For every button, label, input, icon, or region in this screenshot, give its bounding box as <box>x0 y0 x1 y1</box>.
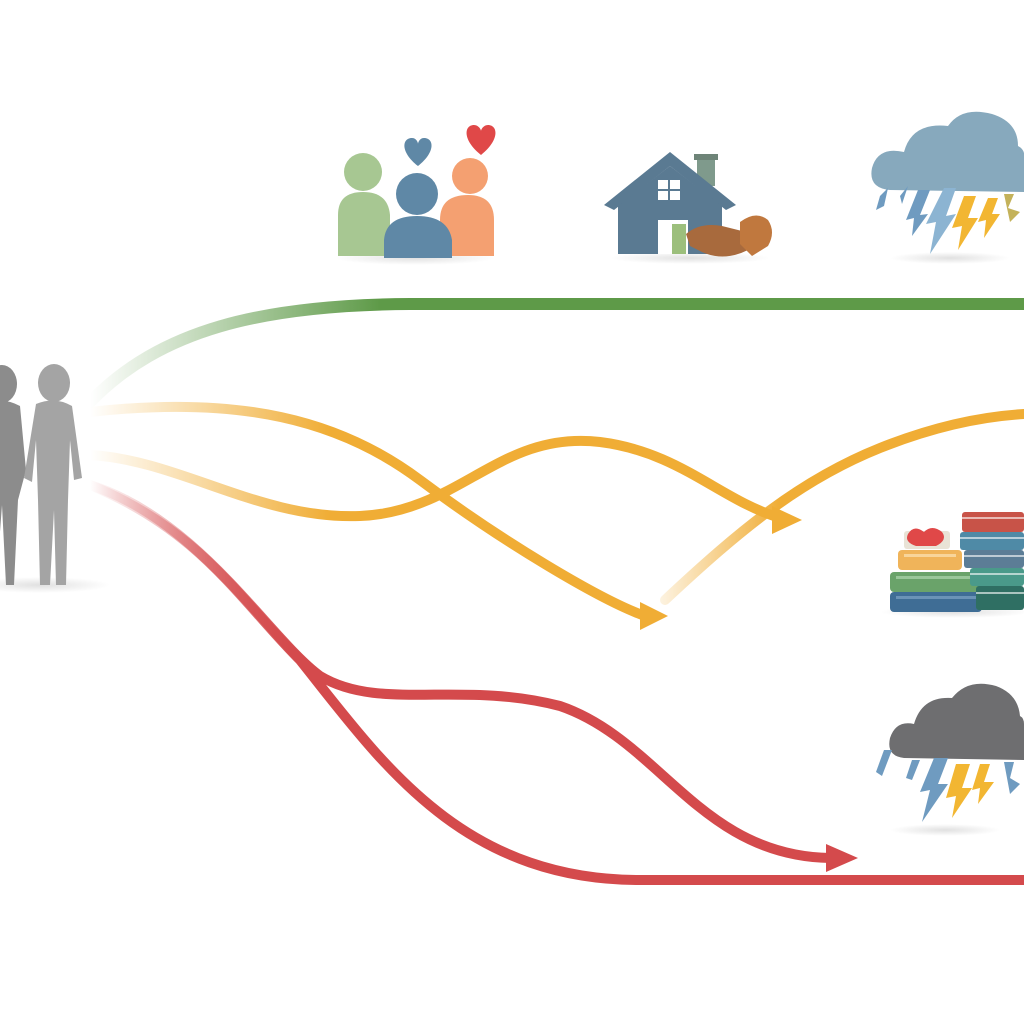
paths-layer <box>84 298 1024 885</box>
red-path-upper <box>85 480 835 863</box>
yellow-path-upper <box>85 401 650 621</box>
people-silhouette-icon <box>0 364 110 593</box>
green-path <box>84 298 1024 408</box>
yellow-path-lower <box>85 435 785 523</box>
red-path-lower <box>85 480 1024 885</box>
dark-storm-cloud-icon <box>876 683 1024 836</box>
books-stack-icon <box>880 512 1024 618</box>
arrowheads <box>640 506 858 872</box>
yellow-upper-arrowhead <box>640 602 668 630</box>
yellow-path-rising <box>660 409 1024 605</box>
house-support-icon <box>604 152 772 264</box>
family-love-icon <box>335 125 496 265</box>
storm-cloud-icon <box>871 111 1024 264</box>
yellow-lower-arrowhead <box>772 506 802 534</box>
red-upper-arrowhead <box>826 844 858 872</box>
